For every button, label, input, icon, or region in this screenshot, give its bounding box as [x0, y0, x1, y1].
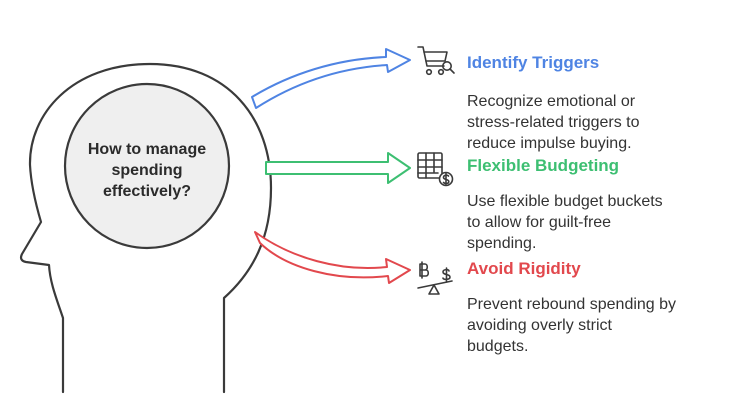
- budget-sheet-dollar-icon: [417, 152, 454, 187]
- identify-triggers-description: Recognize emotional or stress-related tr…: [467, 91, 737, 154]
- avoid-rigidity-title: Avoid Rigidity: [467, 259, 581, 278]
- center-question: How to manage spending effectively?: [70, 139, 224, 202]
- flexible-budgeting-description: Use flexible budget buckets to allow for…: [467, 191, 737, 254]
- head-silhouette: [19, 62, 273, 394]
- description-line: spending.: [467, 235, 537, 252]
- description-line: reduce impulse buying.: [467, 135, 632, 152]
- description-line: stress-related triggers to: [467, 114, 640, 131]
- identify-triggers-title: Identify Triggers: [467, 53, 600, 72]
- description-line: Recognize emotional or: [467, 93, 636, 110]
- center-question-line: spending: [111, 162, 183, 179]
- balance-scale-currency-icon: [417, 261, 453, 295]
- center-question-line: effectively?: [102, 183, 192, 200]
- description-line: avoiding overly strict: [467, 317, 612, 334]
- arrow-flexible-budgeting: [265, 152, 411, 184]
- description-line: budgets.: [467, 338, 529, 355]
- flexible-budgeting-title: Flexible Budgeting: [467, 156, 620, 175]
- avoid-rigidity-description: Prevent rebound spending by avoiding ove…: [467, 294, 737, 357]
- arrow-identify-triggers: [251, 48, 411, 109]
- center-question-line: How to manage: [87, 141, 207, 158]
- description-line: Prevent rebound spending by: [467, 296, 677, 313]
- shopping-cart-search-icon: [417, 46, 455, 76]
- description-line: Use flexible budget buckets: [467, 193, 663, 210]
- arrow-avoid-rigidity: [254, 231, 411, 284]
- description-line: to allow for guilt-free: [467, 214, 612, 231]
- question-circle: [63, 82, 231, 250]
